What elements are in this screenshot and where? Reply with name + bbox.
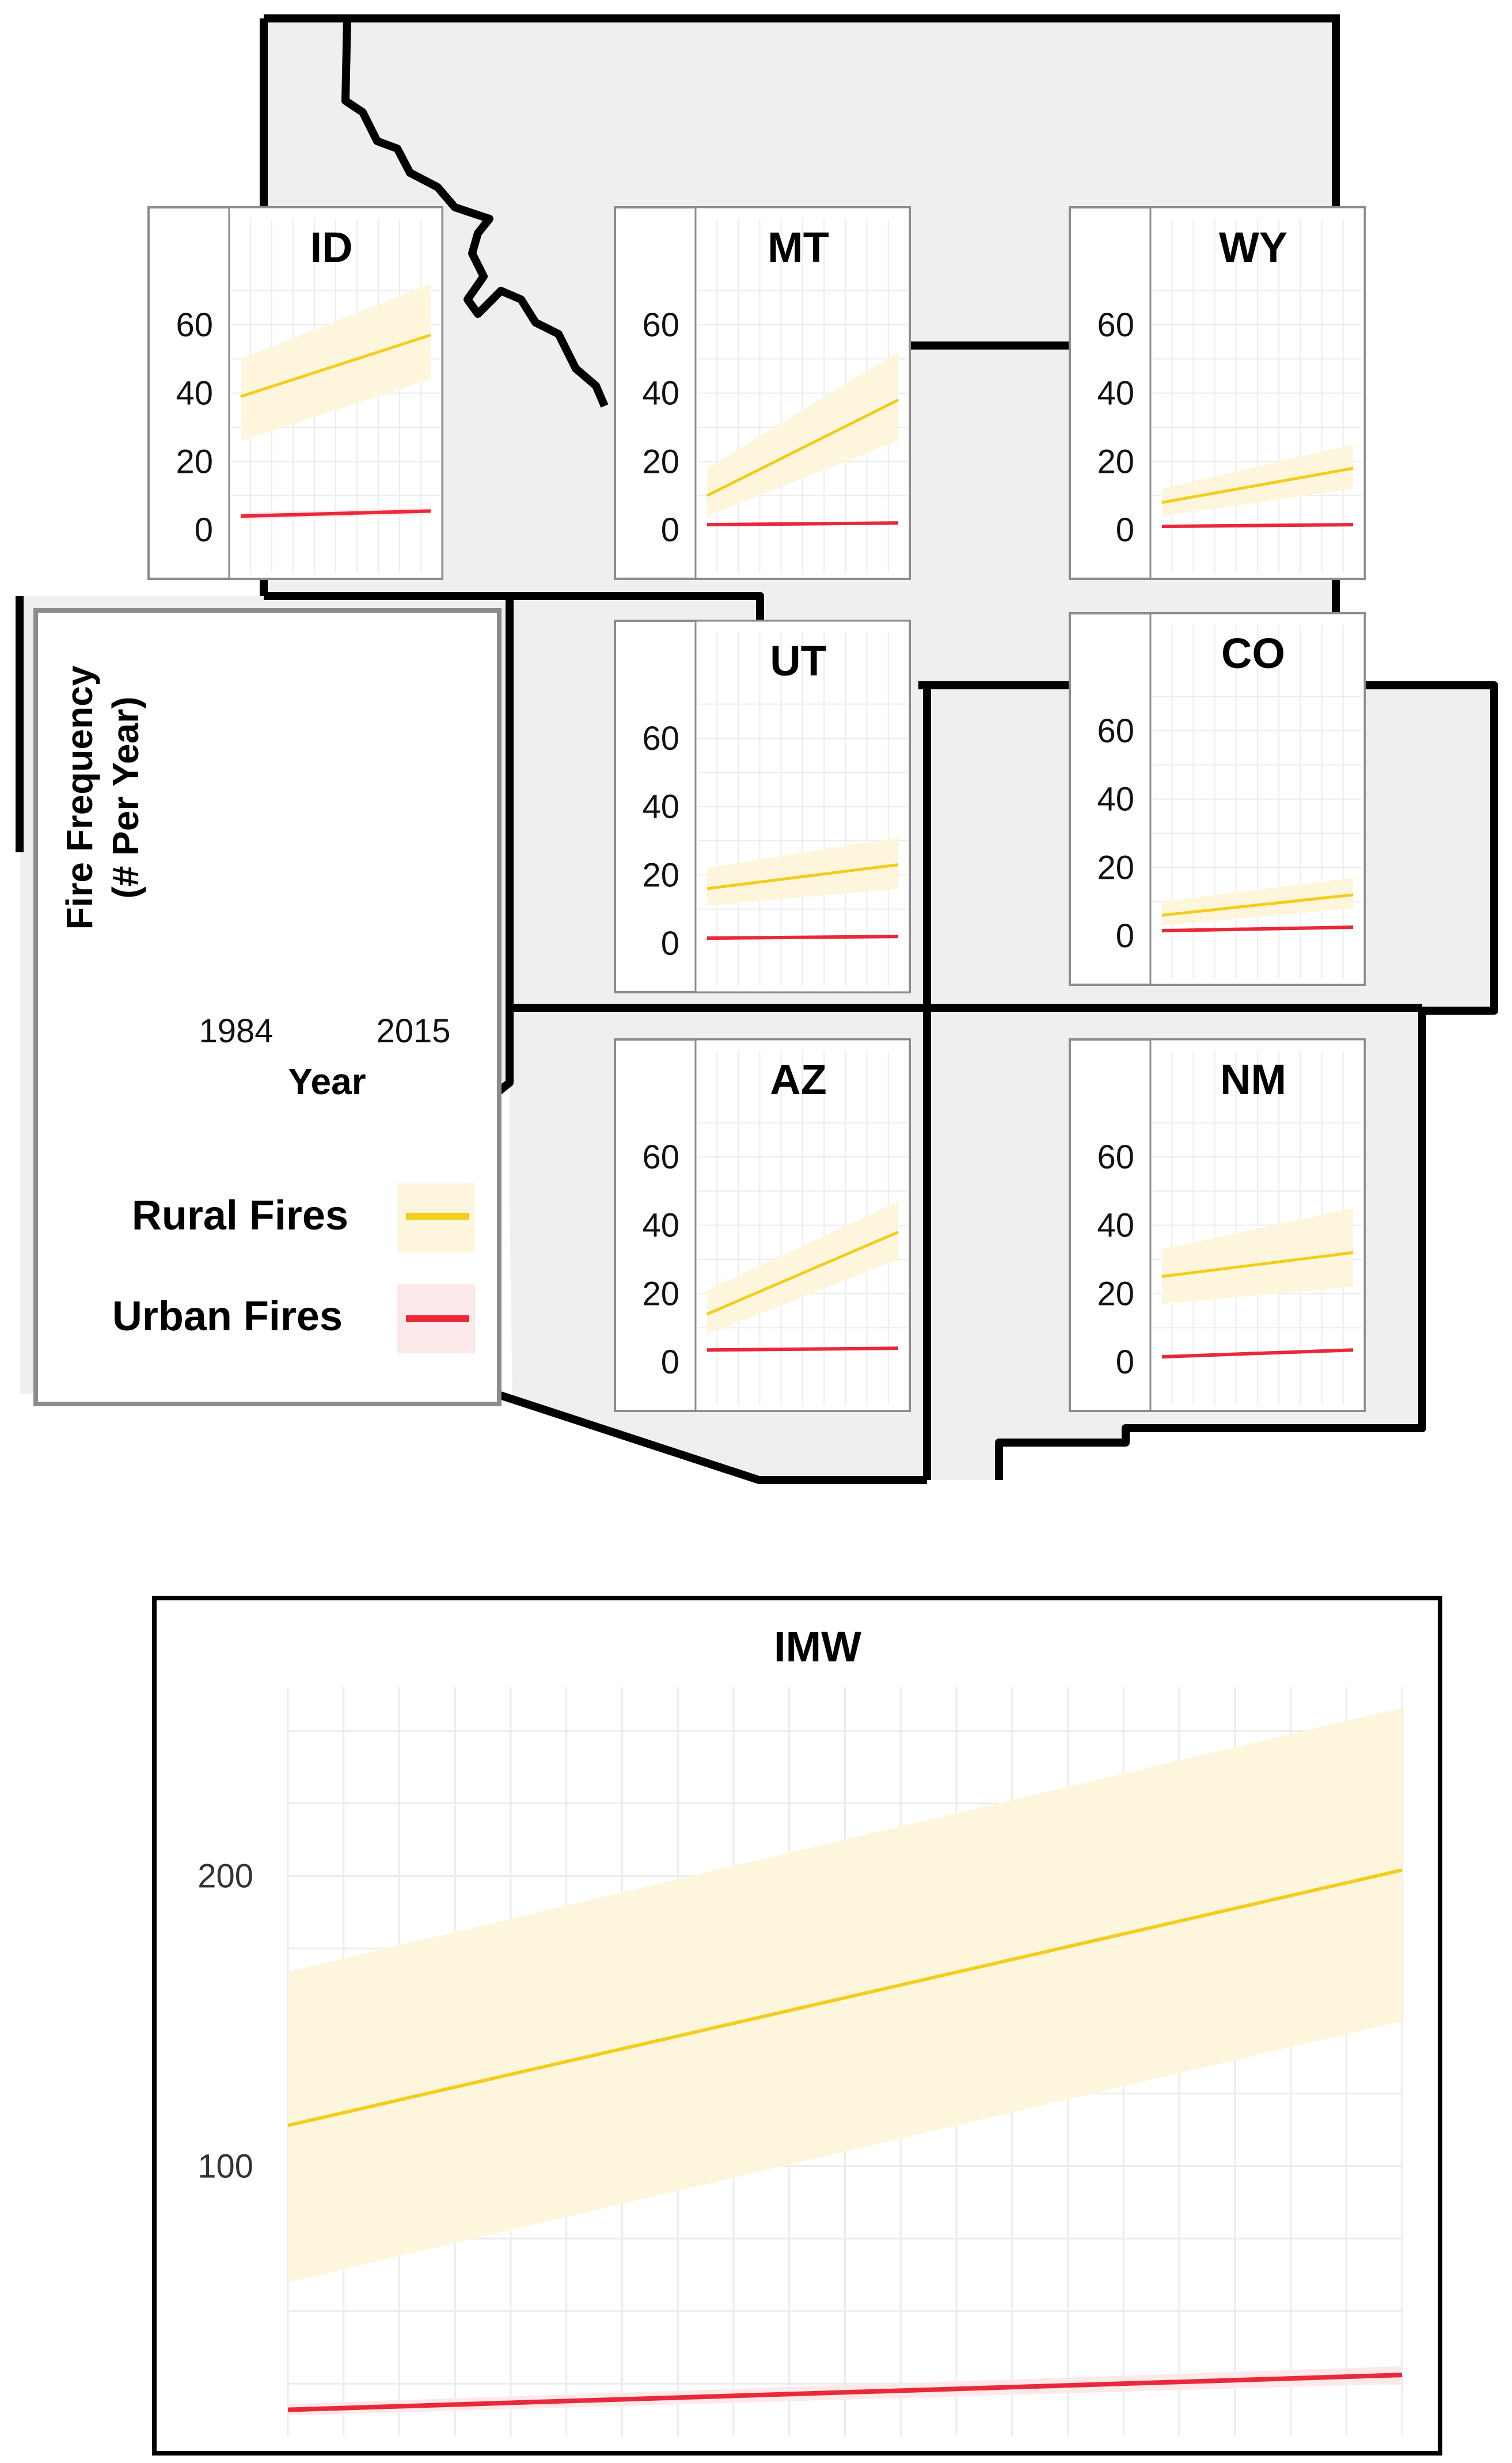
y-tick-label: 20 (176, 443, 213, 480)
y-tick-label: 60 (1097, 306, 1134, 344)
state-panel-co: CO 0 20 40 60 (1069, 612, 1366, 986)
legend-box-frame (33, 608, 502, 1406)
urban-trend-line (706, 935, 899, 940)
rural-confidence-band (707, 352, 898, 517)
idaho-montana-border (341, 18, 609, 408)
y-tick-label: 40 (642, 788, 679, 826)
y-tick-label: 20 (642, 856, 679, 894)
panel-title: UT (770, 637, 827, 685)
state-panel-nm: NM 0 20 40 60 (1069, 1038, 1366, 1412)
imw-title: IMW (774, 1623, 861, 1671)
y-tick-label: 40 (1097, 375, 1134, 412)
y-tick-label: 20 (642, 1275, 679, 1312)
state-panel-id: ID 0 20 40 60 (147, 206, 443, 580)
y-tick-label: 0 (1116, 511, 1134, 549)
panel-title: CO (1221, 629, 1285, 677)
imw-rural-trend-line (287, 1868, 1403, 2127)
panel-title: WY (1219, 223, 1287, 271)
y-tick-label: 60 (642, 306, 679, 344)
rural-confidence-band (707, 1201, 898, 1335)
panel-title: NM (1220, 1056, 1286, 1103)
y-tick-label: 0 (661, 925, 679, 962)
imw-urban-trend-line (287, 2373, 1403, 2412)
y-tick-label: 0 (1116, 917, 1134, 955)
rural-confidence-band (1162, 444, 1353, 517)
rural-confidence-band (707, 837, 898, 906)
urban-trend-line (706, 1346, 899, 1352)
y-tick-label: 20 (642, 443, 679, 480)
x-tick-1984: 1984 (199, 1012, 273, 1050)
y-tick-label: 40 (1097, 781, 1134, 818)
y-axis-label-line1: Fire Frequency (59, 665, 100, 929)
y-tick-label: 0 (195, 511, 213, 549)
state-panel-ut: UT 0 20 40 60 (614, 620, 911, 993)
x-tick-2015: 2015 (376, 1012, 450, 1050)
panel-title: AZ (770, 1056, 827, 1103)
legend-label-rural: Rural Fires (132, 1193, 348, 1239)
imw-y-tick-label: 100 (197, 2147, 253, 2185)
y-tick-label: 40 (642, 1207, 679, 1244)
imw-rural-confidence-band (288, 1707, 1402, 2282)
legend-label-urban: Urban Fires (112, 1293, 343, 1339)
rural-trend-line (1161, 893, 1354, 917)
y-tick-label: 0 (661, 511, 679, 549)
rural-confidence-band (241, 283, 431, 441)
y-tick-label: 60 (642, 1138, 679, 1176)
urban-trend-line (1161, 1348, 1354, 1359)
urban-trend-line (1161, 925, 1354, 933)
panel-title: MT (768, 223, 829, 271)
y-tick-label: 0 (661, 1344, 679, 1381)
y-tick-label: 0 (1116, 1344, 1134, 1381)
rural-confidence-band (1162, 1208, 1353, 1304)
y-tick-label: 60 (1097, 1138, 1134, 1176)
rural-trend-line (240, 333, 431, 398)
rural-trend-line (706, 1231, 899, 1316)
y-tick-label: 40 (1097, 1207, 1134, 1244)
utah-colorado-border (918, 681, 1498, 1480)
y-tick-label: 60 (176, 306, 213, 344)
x-axis-label: Year (288, 1061, 366, 1102)
urban-trend-line (1161, 523, 1354, 529)
state-panel-az: AZ 0 20 40 60 (614, 1038, 911, 1412)
arizona-southern-border (493, 1390, 927, 1484)
state-panel-mt: MT 0 20 40 60 (614, 206, 911, 580)
legend-box: Fire Frequency (# Per Year) 1984 2015 Ye… (33, 608, 502, 1406)
rural-trend-line (1161, 1251, 1354, 1278)
panel-title: ID (310, 223, 353, 271)
y-tick-label: 60 (1097, 712, 1134, 750)
rural-confidence-band (1162, 878, 1353, 926)
y-tick-label: 20 (1097, 1275, 1134, 1312)
rural-trend-line (706, 863, 899, 890)
imw-panel: IMW 100 200 (152, 1596, 1442, 2456)
y-tick-label: 40 (642, 375, 679, 412)
state-panel-wy: WY 0 20 40 60 (1069, 206, 1366, 580)
y-tick-label: 60 (642, 720, 679, 757)
y-tick-label: 40 (176, 375, 213, 412)
rural-trend-line (706, 399, 899, 497)
urban-trend-line (706, 521, 899, 527)
urban-trend-line (240, 509, 431, 518)
y-tick-label: 20 (1097, 849, 1134, 886)
y-tick-label: 20 (1097, 443, 1134, 480)
y-axis-label-line2: (# Per Year) (105, 696, 146, 898)
imw-y-tick-label: 200 (197, 1858, 253, 1895)
rural-trend-line (1161, 466, 1354, 504)
